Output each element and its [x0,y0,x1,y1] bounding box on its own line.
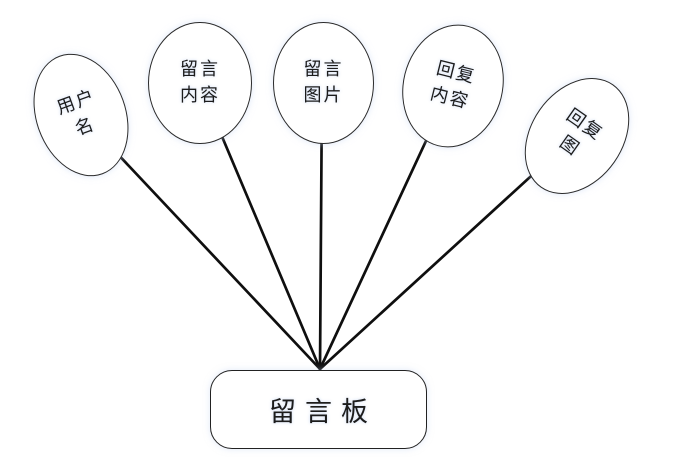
attribute-label-line: 图片 [303,85,344,106]
entity-box-message-board: 留言板 [210,370,427,449]
attribute-label-username: 用户 名 [53,84,108,147]
entity-label: 留言板 [269,397,377,428]
attribute-ellipse-message-image: 留言 图片 [273,22,374,144]
attribute-label-line: 留言 [303,59,344,80]
attribute-label-reply-content: 回复 内容 [427,56,478,116]
attribute-label-line: 内容 [180,85,220,106]
attribute-ellipse-message-content: 留言 内容 [148,22,252,144]
attribute-label-message-content: 留言 内容 [180,57,220,109]
attribute-label-reply-image: 回复 图 [546,103,609,169]
attribute-label-line: 留言 [180,59,220,80]
attribute-label-message-image: 留言 图片 [304,57,344,109]
